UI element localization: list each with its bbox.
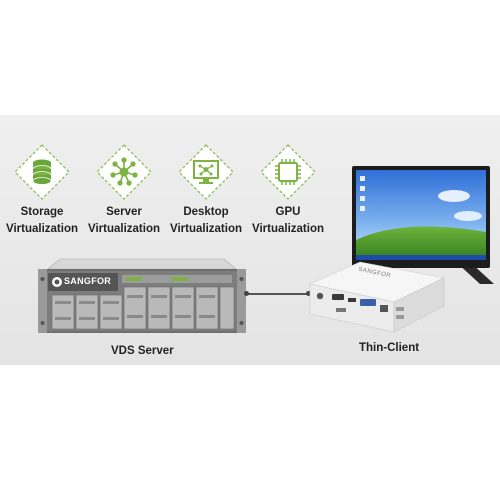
thin-client-caption: Thin-Client — [359, 342, 420, 354]
thin-client-image: SANGFOR — [306, 260, 446, 340]
database-icon — [14, 144, 70, 200]
feature-label-line1: GPU — [275, 206, 301, 218]
feature-label-line1: Desktop — [183, 206, 229, 218]
feature-label-line2: Virtualization — [88, 223, 160, 235]
network-nodes-icon — [96, 144, 152, 200]
server-brand-label: SANGFOR — [64, 276, 112, 286]
chip-icon — [260, 144, 316, 200]
server-caption: VDS Server — [111, 345, 174, 357]
desktop-monitor-icon — [178, 144, 234, 200]
feature-server: Server Virtualization — [84, 144, 164, 238]
feature-label-line2: Virtualization — [170, 223, 242, 235]
feature-gpu: GPU Virtualization — [248, 144, 328, 238]
vds-server-image: SANGFOR — [38, 257, 246, 339]
feature-desktop: Desktop Virtualization — [166, 144, 246, 238]
connection-endpoint — [244, 291, 249, 296]
connection-line — [246, 293, 308, 295]
feature-label-line2: Virtualization — [6, 223, 78, 235]
feature-label-line1: Server — [106, 206, 142, 218]
feature-label-line2: Virtualization — [252, 223, 324, 235]
connection-endpoint — [306, 291, 311, 296]
feature-storage: Storage Virtualization — [2, 144, 82, 238]
monitor-image — [352, 166, 494, 286]
feature-label-line1: Storage — [20, 206, 64, 218]
